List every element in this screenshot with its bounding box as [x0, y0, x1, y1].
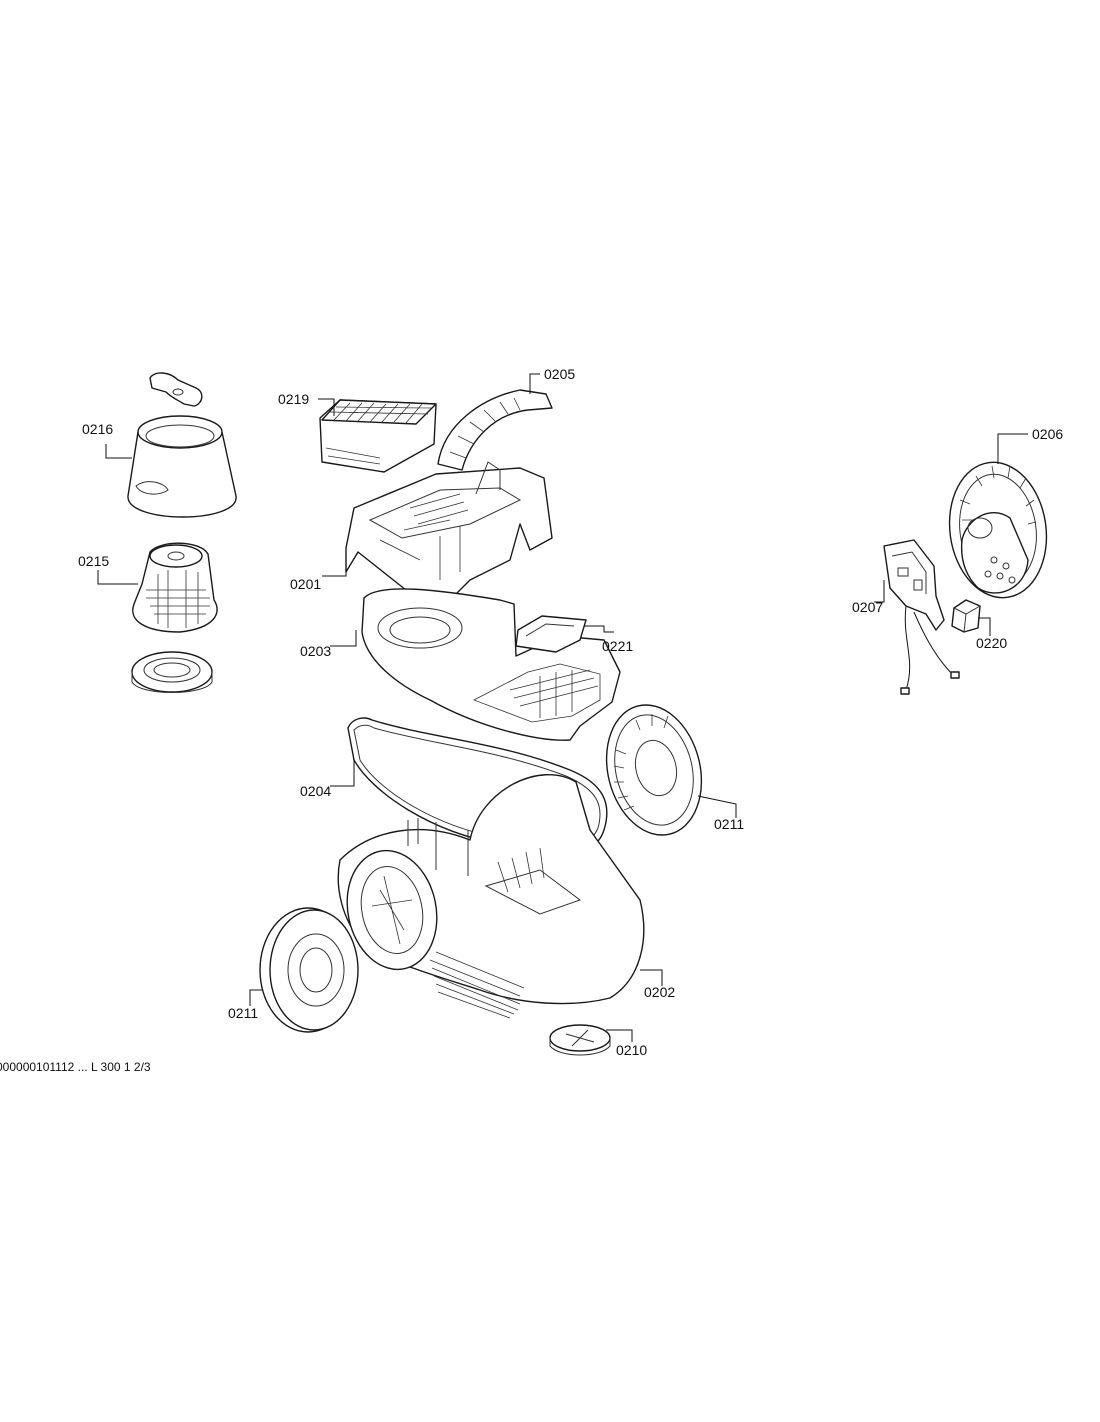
part-0219-filter — [319, 399, 437, 473]
callout-0204: 0204 — [300, 783, 331, 799]
part-0216-motor-cover — [127, 372, 237, 518]
part-0215-motor — [131, 542, 218, 693]
footer-document-id: 000000101112 ... L 300 1 2/3 — [0, 1060, 151, 1074]
leader-0204 — [330, 760, 355, 787]
leader-0203 — [330, 630, 357, 647]
part-0211-wheel-right — [605, 704, 703, 836]
part-0202-base — [337, 773, 645, 1019]
part-0220-block — [951, 599, 981, 633]
callout-0211-left: 0211 — [228, 1005, 258, 1021]
callout-0207: 0207 — [852, 599, 883, 615]
leader-0219 — [318, 398, 335, 416]
callout-0215: 0215 — [78, 553, 109, 569]
leader-0215 — [97, 570, 138, 585]
callout-0211-right: 0211 — [714, 816, 744, 832]
part-0201-upper-housing — [345, 461, 553, 607]
callout-0203: 0203 — [300, 643, 331, 659]
leader-0211-right — [697, 795, 737, 818]
callout-0221: 0221 — [602, 638, 633, 654]
leader-0202 — [640, 969, 663, 986]
callout-0220: 0220 — [976, 635, 1007, 651]
leader-0216 — [105, 444, 132, 459]
leader-0207 — [874, 580, 885, 603]
leader-0205 — [529, 373, 540, 394]
callout-0216: 0216 — [82, 421, 113, 437]
leader-0206 — [997, 433, 1028, 464]
part-0207-switch-board — [883, 539, 960, 695]
callout-0206: 0206 — [1032, 426, 1063, 442]
part-0211-wheel-left — [259, 907, 359, 1033]
callout-0219: 0219 — [278, 391, 309, 407]
callout-0205: 0205 — [544, 366, 575, 382]
part-0221-plate — [515, 615, 587, 653]
callout-0210: 0210 — [616, 1042, 647, 1058]
part-0206-cable-reel — [948, 461, 1048, 599]
leader-0220 — [978, 617, 991, 636]
part-0203-middle-housing — [361, 588, 621, 741]
leader-0221 — [584, 625, 614, 633]
leader-0211-left — [249, 989, 262, 1006]
leader-lines — [97, 373, 1028, 1042]
leader-0201 — [322, 562, 347, 577]
part-0205-handle — [437, 389, 553, 471]
callout-0201: 0201 — [290, 576, 321, 592]
callout-0202: 0202 — [644, 984, 675, 1000]
part-0210-castor — [549, 1024, 611, 1056]
leader-0210 — [606, 1029, 633, 1042]
